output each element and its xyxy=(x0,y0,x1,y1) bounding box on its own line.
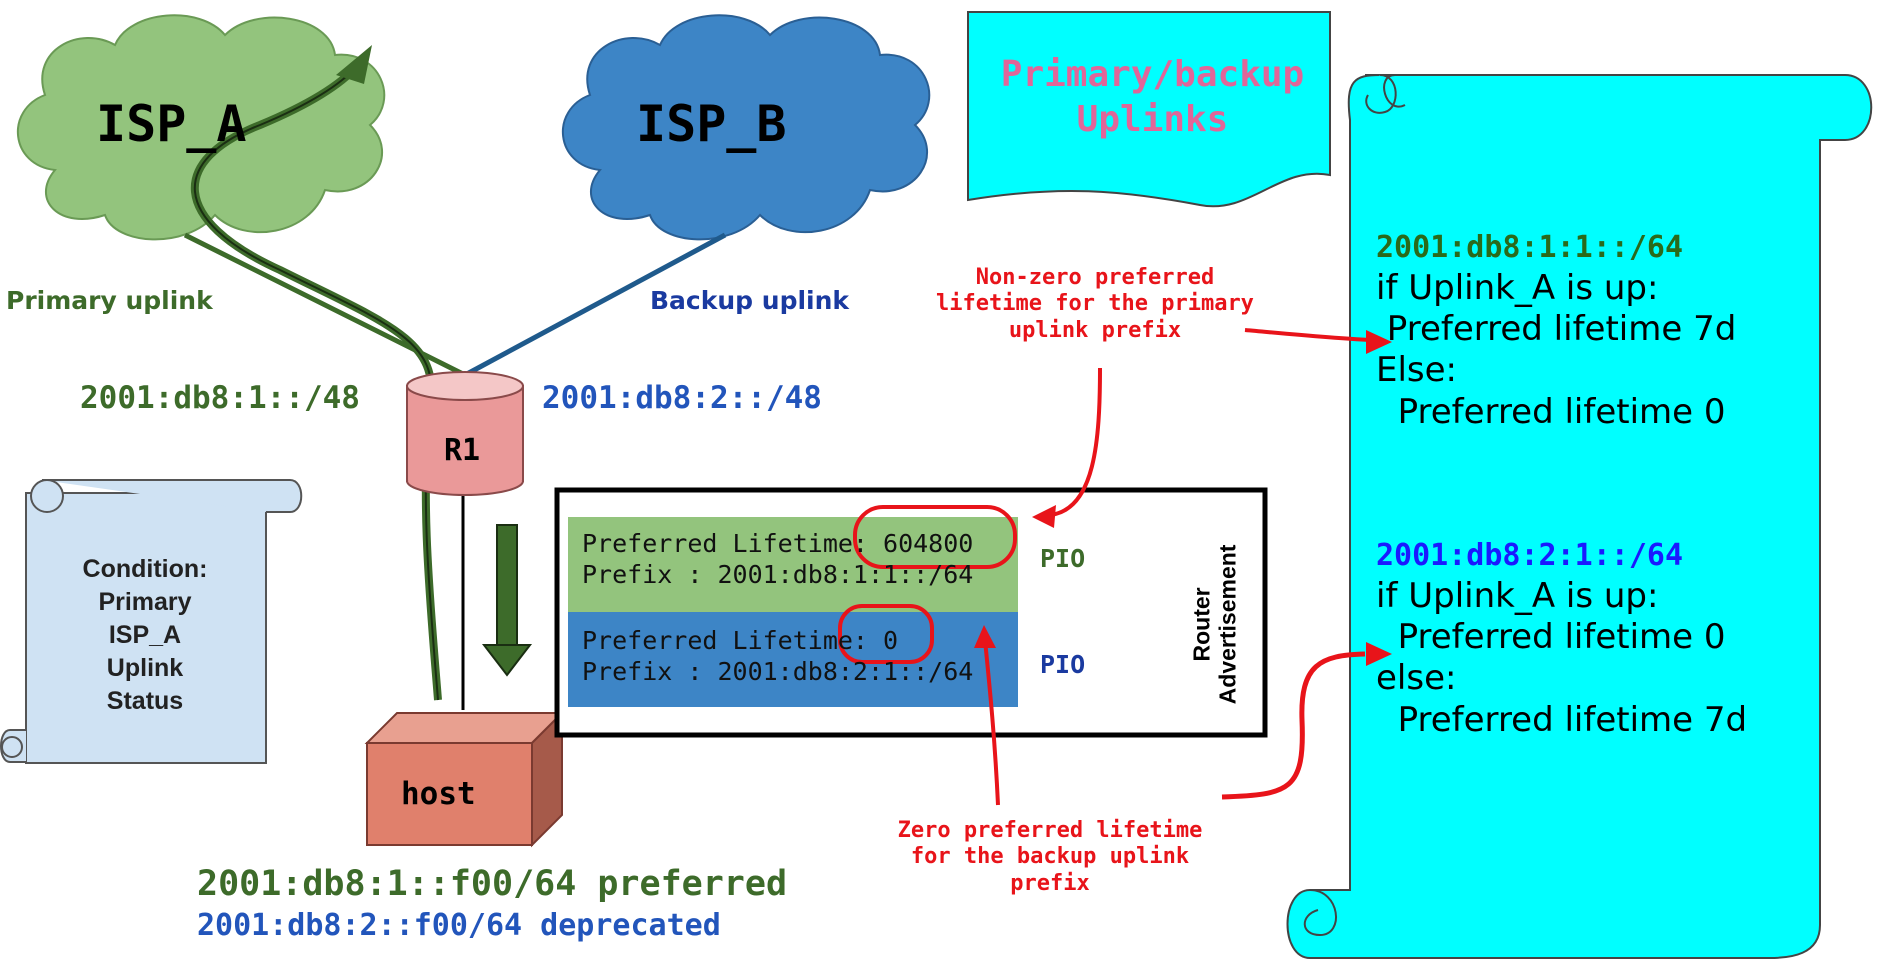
condition-line: ISP_A xyxy=(108,621,182,649)
annotation-zero-line: for the backup uplink xyxy=(910,844,1190,870)
pio-primary-row: Preferred Lifetime: 604800 Prefix : 2001… xyxy=(568,528,973,625)
title-line-1: Primary/backup xyxy=(1000,54,1305,95)
annotation-zero: Zero preferred lifetime for the backup u… xyxy=(870,818,1230,897)
policy-b-line: Preferred lifetime 0 xyxy=(1376,616,1726,657)
router-label: R1 xyxy=(444,433,481,468)
policy-scroll xyxy=(1286,74,1873,959)
traffic-arrowhead xyxy=(336,45,372,84)
condition-line: Primary xyxy=(98,588,192,616)
policy-b-line: else: xyxy=(1376,658,1457,699)
pio-backup-lifetime: Preferred Lifetime: 0 xyxy=(582,626,899,655)
condition-scroll xyxy=(0,479,303,764)
pio-backup-tag: PIO xyxy=(1040,650,1086,679)
policy-a-line: if Uplink_A is up: xyxy=(1376,267,1659,308)
ra-label-line-2: Advertisement xyxy=(1215,544,1241,705)
host-address-preferred: 2001:db8:1::f00/64 preferred xyxy=(197,864,788,904)
primary-prefix-label: 2001:db8:1::/48 xyxy=(80,380,360,416)
isp-a-label: ISP_A xyxy=(96,95,247,153)
down-arrow-icon xyxy=(481,524,533,677)
annotation-zero-line: Zero preferred lifetime xyxy=(897,818,1203,843)
ra-label-line-1: Router xyxy=(1188,587,1215,662)
policy-b-line: if Uplink_A is up: xyxy=(1376,575,1659,616)
condition-text: Condition: Primary ISP_A Uplink Status xyxy=(40,553,250,718)
policy-prefix-b: 2001:db8:2:1::/64 xyxy=(1376,538,1684,573)
condition-line: Status xyxy=(106,687,184,715)
annotation-nonzero-line: lifetime for the primary xyxy=(936,291,1254,317)
pio-primary-prefix: Prefix : 2001:db8:1:1::/64 xyxy=(582,560,974,590)
page-title: Primary/backup Uplinks xyxy=(990,52,1315,142)
pio-backup-prefix: Prefix : 2001:db8:2:1::/64 xyxy=(582,657,974,687)
isp-a-cloud xyxy=(17,14,386,241)
pio-backup-band xyxy=(568,612,1018,707)
isp-b-cloud xyxy=(562,14,931,241)
host-label: host xyxy=(401,776,476,812)
pio-backup-row: Preferred Lifetime: 0 Prefix : 2001:db8:… xyxy=(568,625,973,722)
host-address-deprecated: 2001:db8:2::f00/64 deprecated xyxy=(197,908,721,943)
host-box xyxy=(364,710,565,848)
annotation-nonzero: Non-zero preferred lifetime for the prim… xyxy=(920,265,1270,344)
backup-prefix-label: 2001:db8:2::/48 xyxy=(542,380,822,416)
policy-a-line: Preferred lifetime 0 xyxy=(1376,391,1726,432)
annotation-nonzero-line: uplink prefix xyxy=(1008,317,1182,343)
pio-primary-band xyxy=(568,517,1018,612)
condition-line: Condition: xyxy=(82,555,208,583)
backup-uplink-line xyxy=(463,232,727,378)
pio-primary-lifetime: Preferred Lifetime: 604800 xyxy=(582,529,974,558)
highlight-604800 xyxy=(853,505,1017,569)
condition-line: Uplink xyxy=(106,654,184,682)
policy-b-line: Preferred lifetime 7d xyxy=(1376,699,1748,740)
backup-uplink-label: Backup uplink xyxy=(650,286,850,315)
pio-primary-tag: PIO xyxy=(1040,544,1086,573)
policy-a-line: Else: xyxy=(1376,350,1458,391)
title-box xyxy=(967,11,1331,208)
title-line-2: Uplinks xyxy=(1076,99,1229,140)
router-advertisement-label: Router Advertisement xyxy=(1189,524,1242,724)
policy-a-line: Preferred lifetime 7d xyxy=(1376,308,1737,349)
policy-prefix-a: 2001:db8:1:1::/64 xyxy=(1376,230,1684,265)
annotation-zero-line: prefix xyxy=(1010,870,1090,896)
primary-uplink-label: Primary uplink xyxy=(6,286,213,315)
highlight-zero xyxy=(838,604,934,664)
router-r1 xyxy=(406,371,524,496)
policy-scroll-text: 2001:db8:1:1::/64 if Uplink_A is up: Pre… xyxy=(1376,232,1736,433)
annotation-nonzero-line: Non-zero preferred xyxy=(975,265,1215,290)
policy-scroll-text-b: 2001:db8:2:1::/64 if Uplink_A is up: Pre… xyxy=(1376,540,1747,741)
annotation-arrows xyxy=(974,328,1392,806)
isp-b-label: ISP_B xyxy=(636,95,787,153)
